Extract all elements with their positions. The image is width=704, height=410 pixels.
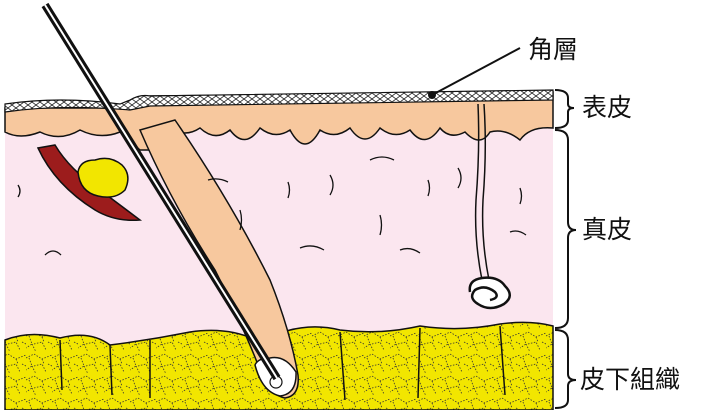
dermis-label: 真皮 (582, 215, 632, 244)
subcutaneous-bracket (555, 330, 576, 408)
dermis-bracket (555, 130, 576, 328)
stratum-corneum-dot (428, 91, 436, 99)
stratum-corneum-label: 角層 (528, 35, 578, 64)
epidermis-bracket (555, 90, 574, 128)
stratum-corneum-leader (432, 48, 520, 95)
subcutaneous-label: 皮下組織 (580, 365, 680, 394)
epidermis-label: 表皮 (582, 93, 632, 122)
